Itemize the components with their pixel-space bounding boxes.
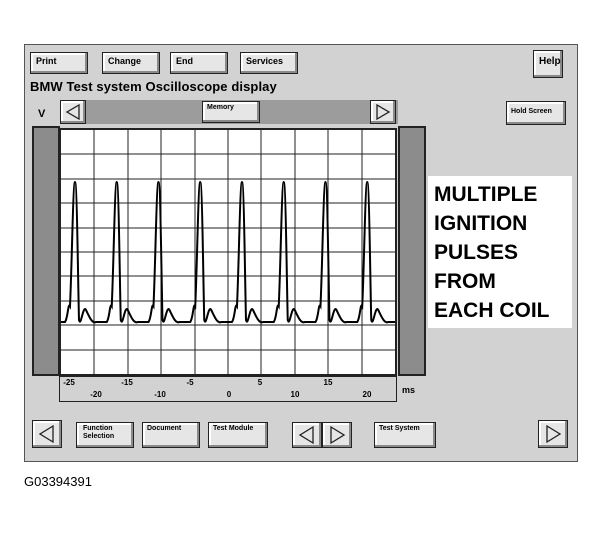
annotation-line: PULSES xyxy=(434,241,519,264)
annotation-line: IGNITION xyxy=(434,212,528,235)
ignition-waveform xyxy=(61,180,395,324)
document-button[interactable]: Document xyxy=(142,422,200,448)
right-level-bar[interactable] xyxy=(398,126,426,376)
time-axis: -25 -15 -5 5 15 -20 -10 0 10 20 xyxy=(59,376,397,402)
annotation-box: MULTIPLE IGNITION PULSES FROM EACH COIL xyxy=(428,176,572,328)
page-back-button[interactable] xyxy=(32,420,62,448)
hold-screen-button[interactable]: Hold Screen xyxy=(506,101,566,125)
x-axis-unit: ms xyxy=(402,385,416,395)
annotation-line: MULTIPLE xyxy=(434,183,538,206)
tick-label: 0 xyxy=(226,390,232,399)
tick-label: 10 xyxy=(290,390,300,399)
change-button[interactable]: Change xyxy=(102,52,160,74)
waveform-graph xyxy=(61,130,395,374)
page-forward-button[interactable] xyxy=(538,420,568,448)
test-system-button[interactable]: Test System xyxy=(374,422,436,448)
arrow-right-icon xyxy=(546,424,562,444)
memory-button[interactable]: Memory xyxy=(202,101,260,123)
memory-prev-button[interactable] xyxy=(60,100,86,124)
tick-label: -20 xyxy=(90,390,102,399)
oscilloscope-screen xyxy=(59,128,397,376)
help-button[interactable]: Help xyxy=(533,50,563,78)
arrow-right-icon xyxy=(330,425,346,445)
left-level-bar[interactable] xyxy=(32,126,60,376)
arrow-right-icon xyxy=(376,103,391,121)
tick-label: -25 xyxy=(63,378,75,387)
grid-lines xyxy=(61,130,395,374)
annotation-line: FROM xyxy=(434,270,496,293)
memory-next-button[interactable] xyxy=(370,100,396,124)
tick-label: -10 xyxy=(154,390,166,399)
tick-label: 15 xyxy=(323,378,333,387)
page-title: BMW Test system Oscilloscope display xyxy=(30,79,277,94)
tick-label: -15 xyxy=(121,378,133,387)
test-module-button[interactable]: Test Module xyxy=(208,422,268,448)
scroll-right-button[interactable] xyxy=(322,422,352,448)
y-axis-unit: V xyxy=(38,108,46,120)
function-selection-button[interactable]: Function Selection xyxy=(76,422,134,448)
arrow-left-icon xyxy=(298,425,314,445)
arrow-left-icon xyxy=(38,424,54,444)
tick-label: 5 xyxy=(257,378,263,387)
tick-label: -5 xyxy=(186,378,194,387)
services-button[interactable]: Services xyxy=(240,52,298,74)
end-button[interactable]: End xyxy=(170,52,228,74)
tick-label: 20 xyxy=(362,390,372,399)
annotation-line: EACH COIL xyxy=(434,299,550,322)
scroll-left-button[interactable] xyxy=(292,422,322,448)
figure-id: G03394391 xyxy=(24,474,92,489)
print-button[interactable]: Print xyxy=(30,52,88,74)
arrow-left-icon xyxy=(65,103,80,121)
